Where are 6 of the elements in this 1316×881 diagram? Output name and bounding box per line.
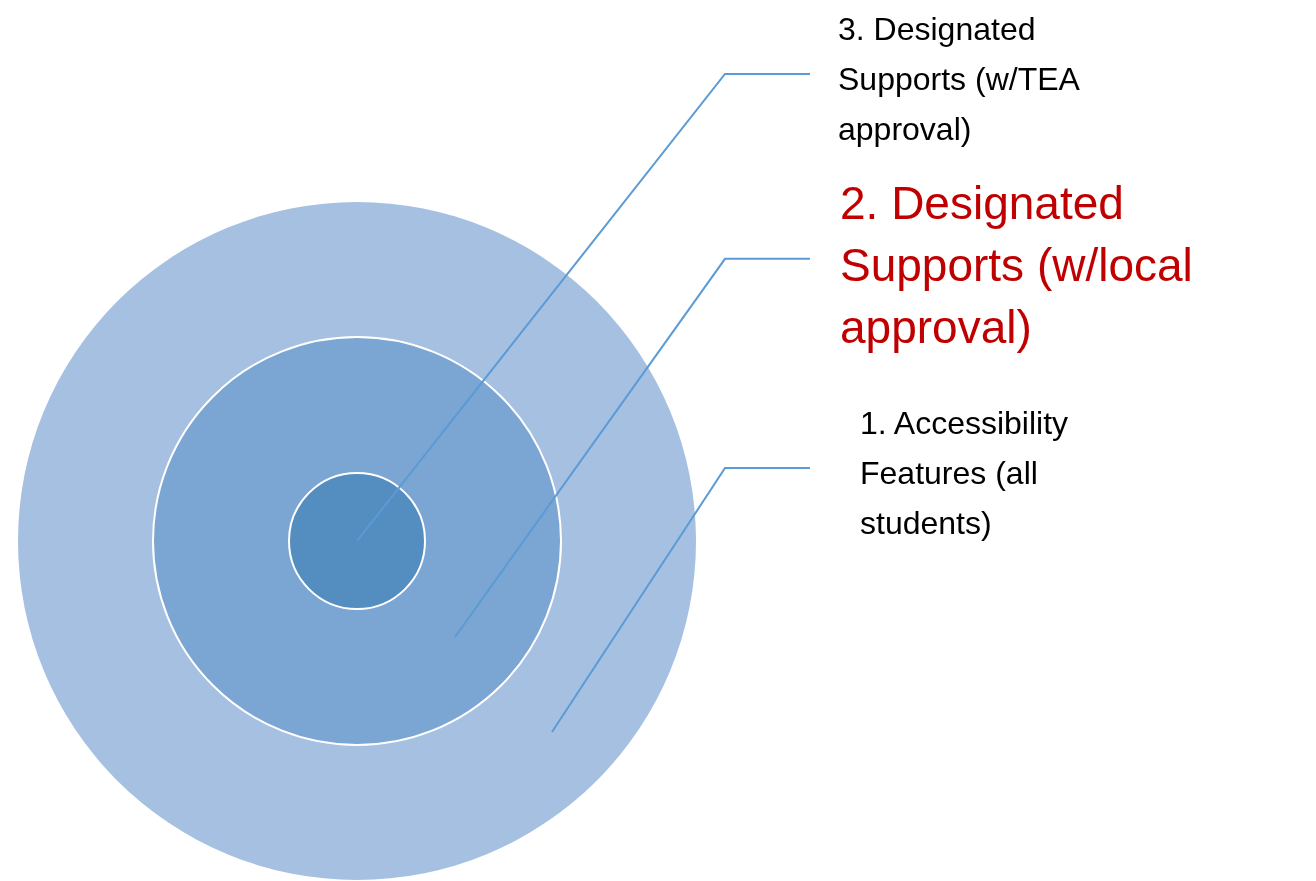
callout-text: 2. Designated Supports (w/local approval) — [810, 172, 1316, 382]
leader-line — [551, 467, 811, 733]
leader-line — [356, 73, 811, 542]
callout-text: 1. Accessibility Features (all students) — [810, 398, 1130, 548]
callout-text: 3. Designated Supports (w/TEA approval) — [810, 4, 1100, 154]
leader-line — [454, 257, 811, 638]
